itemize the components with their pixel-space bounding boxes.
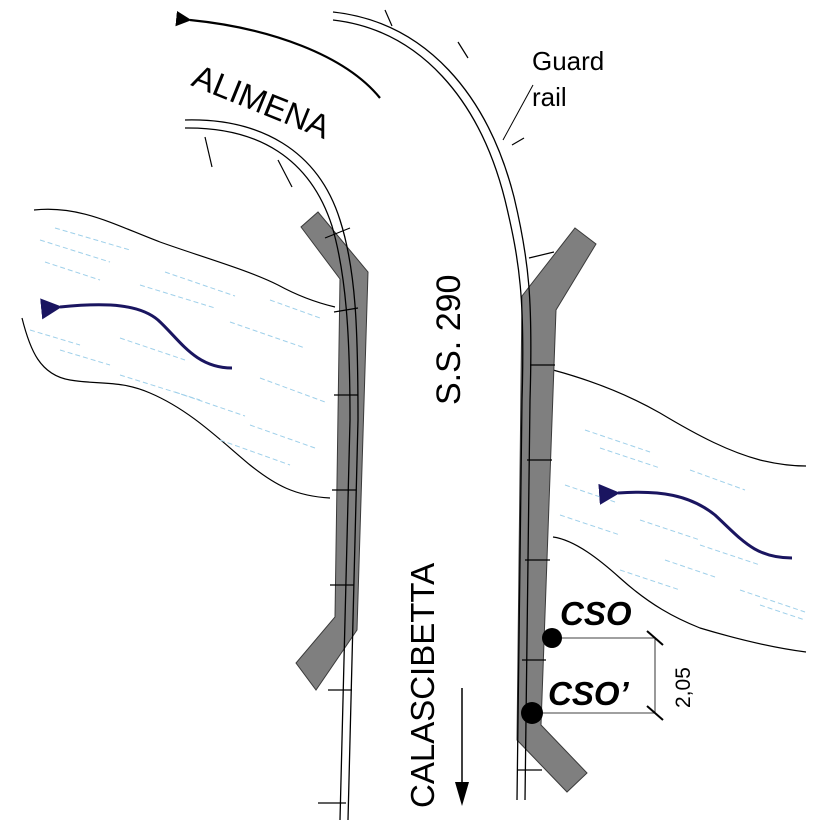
arrow-left-icon	[175, 10, 381, 99]
river-right-upper-bank	[552, 369, 807, 467]
flow-arrow-icon	[598, 483, 793, 560]
river-right-lower-bank	[552, 536, 807, 653]
left-outer-rail	[184, 119, 359, 821]
river-left-lower-bank	[21, 317, 331, 499]
label-road: S.S. 290	[430, 275, 468, 405]
river-right	[552, 369, 807, 653]
left-abutment	[295, 211, 369, 691]
guard-rail-leader	[502, 84, 534, 141]
left-inner-rail	[184, 127, 351, 821]
flow-arrow-icon	[40, 298, 233, 370]
river-left	[21, 208, 336, 499]
river-left-upper-bank	[33, 208, 336, 308]
point-marker-icon	[521, 702, 543, 724]
right-inner-rail	[332, 19, 524, 801]
right-outer-rail	[332, 11, 532, 801]
label-guard-rail-line1: Guard	[532, 46, 604, 76]
water-surface	[29, 227, 806, 621]
label-cso: CSO	[560, 595, 632, 632]
arrow-down-icon	[455, 688, 469, 806]
label-guard-rail-line2: rail	[532, 82, 567, 112]
measurement-lines	[532, 630, 664, 721]
guard-rail-posts	[204, 9, 555, 804]
label-distance: 2,05	[672, 667, 695, 708]
abutments	[295, 211, 597, 793]
right-abutment	[516, 227, 597, 793]
label-calascibetta: CALASCIBETTA	[404, 563, 441, 808]
label-cso-prime: CSO’	[548, 675, 630, 712]
road-lines	[184, 11, 532, 821]
point-marker-icon	[542, 628, 562, 648]
